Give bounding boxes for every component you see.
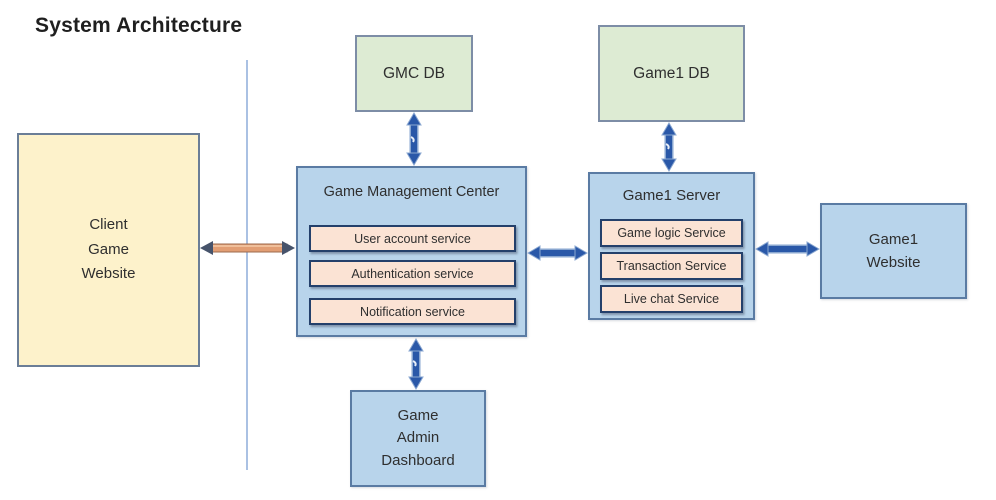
game-logic-service-box: Game logic Service <box>600 219 743 247</box>
game-admin-dashboard-box: Game Admin Dashboard <box>350 390 486 487</box>
arrow-gmc-server <box>527 245 588 261</box>
client-game-website-label: Client Game Website <box>81 215 136 283</box>
game1-website-box: Game1 Website <box>820 203 967 299</box>
game1-db-box: Game1 DB <box>598 25 745 122</box>
arrow-server-website <box>755 241 820 257</box>
client-game-website-box: Client Game Website <box>17 133 200 367</box>
game1-db-label: Game1 DB <box>633 64 710 82</box>
page-title: System Architecture <box>35 14 243 37</box>
authentication-service-box: Authentication service <box>309 260 516 287</box>
game1-server-box: Game1 Server Game logic Service Transact… <box>588 172 755 320</box>
transaction-service-box: Transaction Service <box>600 252 743 280</box>
game1-server-title: Game1 Server <box>622 187 721 204</box>
arrow-gmc-dashboard <box>408 338 424 390</box>
game-management-center-box: Game Management Center User account serv… <box>296 166 527 337</box>
gmc-db-box: GMC DB <box>355 35 473 112</box>
vertical-divider <box>246 60 248 470</box>
gmc-db-label: GMC DB <box>383 64 445 82</box>
notification-service-box: Notification service <box>309 298 516 325</box>
game-management-center-title: Game Management Center <box>323 184 500 200</box>
arrow-game1db-server <box>661 122 677 172</box>
game-admin-dashboard-label: Game Admin Dashboard <box>381 406 455 469</box>
arrow-gmcdb-gmc <box>406 112 422 166</box>
user-account-service-box: User account service <box>309 225 516 252</box>
game1-website-label: Game1 Website <box>866 230 921 271</box>
live-chat-service-box: Live chat Service <box>600 285 743 313</box>
